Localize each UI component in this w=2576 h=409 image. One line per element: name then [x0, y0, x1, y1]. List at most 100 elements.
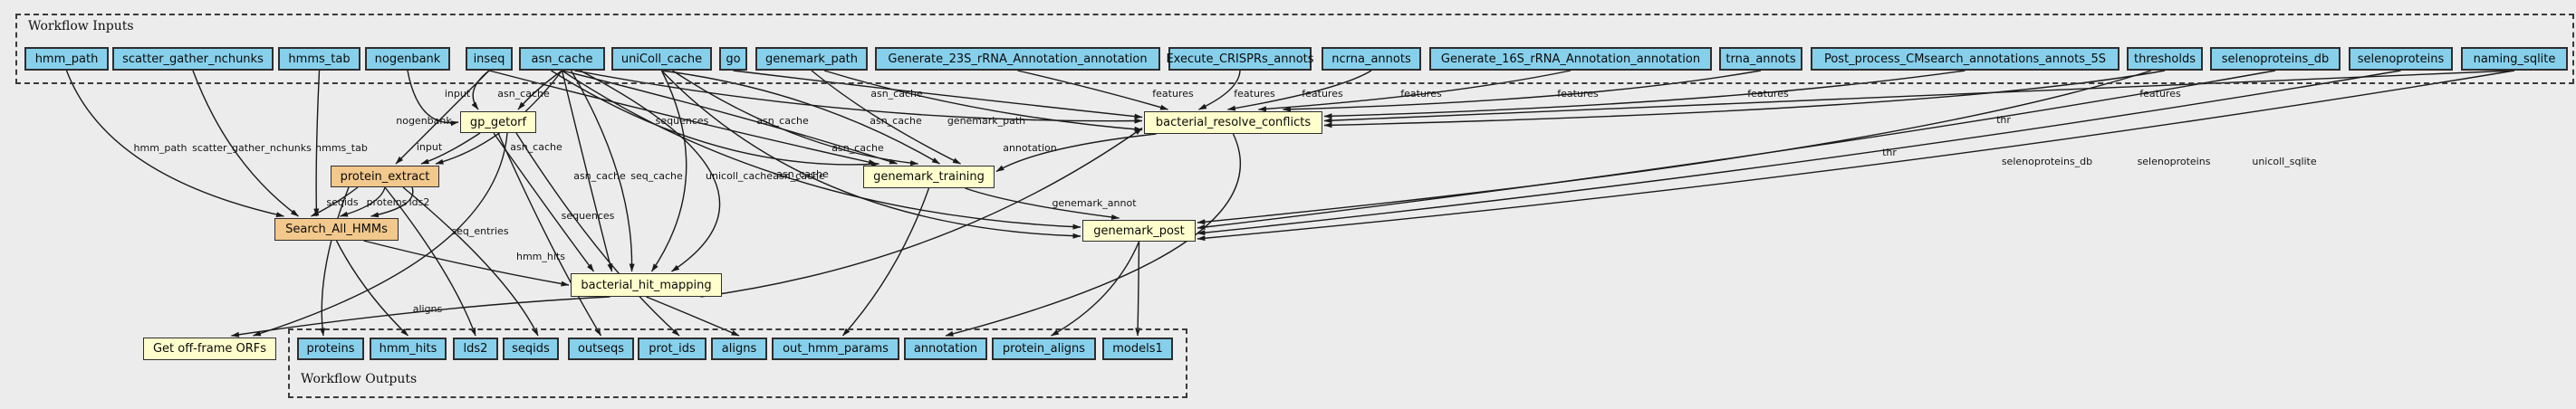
node-genemark-training: genemark_training [863, 166, 995, 188]
node-bact-hit-mapping: bacterial_hit_mapping [571, 273, 722, 297]
edge-label: asn_cache [870, 115, 922, 127]
output-proteins: proteins [297, 338, 364, 360]
edge-thresholds-to-bact_resolve_conflicts [1323, 70, 2166, 128]
edge-label: asn_cache [756, 115, 809, 127]
input-naming-sqlite: naming_sqlite [2461, 47, 2568, 71]
edge-g16s-to-bact_resolve_conflicts [1258, 70, 1572, 112]
edge-label: annotation [1003, 142, 1057, 154]
edge-scatter_gather_nchunks-to-search_all_hmms [192, 70, 299, 217]
edge-go-to-bact_resolve_conflicts [733, 70, 1143, 119]
node-off-frame-orfs: Get off-frame ORFs [143, 338, 276, 360]
input-unicoll-cache: uniColl_cache [611, 47, 712, 71]
edge-protein_extract-to-search_all_hmms [340, 186, 386, 217]
node-search-all-hmms: Search_All_HMMs [274, 218, 399, 241]
edge-nogenbank-to-gp_getorf [407, 70, 459, 127]
edge-label: seqids [326, 196, 359, 208]
edge-gp_getorf-to-protein_extract [420, 132, 481, 165]
edge-label: lds2 [409, 196, 430, 208]
edge-protein_extract-to-search_all_hmms [311, 186, 359, 217]
edge-label: selenoproteins_db [2002, 156, 2092, 167]
edge-unicoll_cache-to-genemark_training [661, 70, 940, 165]
input-genemark-path: genemark_path [755, 47, 868, 71]
edge-label: asn_cache [497, 88, 550, 100]
node-bact-resolve-conflicts: bacterial_resolve_conflicts [1144, 111, 1322, 134]
input-selenoproteins-db: selenoproteins_db [2210, 47, 2341, 71]
edge-label: proteins [367, 196, 408, 208]
edge-label: features [1152, 88, 1194, 100]
input-hmms-tab: hmms_tab [278, 47, 360, 71]
edge-hmms_tab-to-search_all_hmms [313, 70, 321, 217]
edge-search_all_hmms-to-bact_hit_mapping [363, 240, 570, 287]
output-seqids: seqids [503, 338, 559, 360]
edge-label: input [445, 88, 471, 100]
edge-label: features [1234, 88, 1275, 100]
edge-asn_cache-to-bact_hit_mapping [580, 70, 721, 272]
input-inseq: inseq [466, 47, 513, 71]
edge-label: asn_cache [510, 141, 562, 153]
input-g16s: Generate_16S_rRNA_Annotation_annotation [1429, 47, 1712, 71]
edge-search_all_hmms-to-hmm_hits [335, 240, 409, 337]
edge-genemark_post-to-models1 [1135, 241, 1141, 337]
edge-label: seq_entries [451, 225, 508, 237]
edge-label: features [1557, 88, 1599, 100]
input-nogenbank: nogenbank [365, 47, 450, 71]
edge-label: aligns [413, 303, 443, 315]
input-go: go [719, 47, 747, 71]
edge-label: hmms_tab [315, 142, 368, 154]
edge-gp_getorf-to-off_frame_orfs [253, 132, 508, 337]
edge-asn_cache-to-genemark_training [551, 70, 879, 167]
edge-label: thr [1882, 147, 1897, 158]
edge-crisprs-to-bact_resolve_conflicts [1198, 70, 1241, 110]
edge-bact_hit_mapping-to-off_frame_orfs [231, 296, 610, 338]
edge-label: features [1302, 88, 1343, 100]
edge-selenoproteins-to-genemark_post [1197, 70, 2401, 236]
edge-ncrna_annots-to-bact_resolve_conflicts [1227, 70, 1372, 111]
edge-label: asn_cache [776, 168, 829, 180]
edge-protein_extract-to-seqids [402, 186, 539, 337]
edge-label: thr [1996, 114, 2011, 126]
edge-label: asn_cache [773, 170, 825, 182]
edge-label: asn_cache [870, 88, 923, 100]
edge-paths [65, 70, 2515, 338]
input-crisprs: Execute_CRISPRs_annots [1166, 47, 1314, 71]
edge-label: input [417, 141, 443, 153]
workflow-inputs-cluster: Workflow Inputs [15, 14, 2574, 84]
edge-label: hmm_path [134, 142, 187, 154]
edge-unicoll_cache-to-bact_hit_mapping [650, 70, 687, 272]
workflow-outputs-cluster: Workflow Outputs [288, 328, 1187, 398]
edge-label: asn_cache [831, 142, 884, 154]
edge-label: unicoll_sqlite [2252, 156, 2317, 167]
output-prot-ids: prot_ids [638, 338, 706, 360]
edge-g23s-to-bact_resolve_conflicts [1017, 70, 1168, 110]
input-asn-cache: asn_cache [519, 47, 605, 71]
input-ppcm5s: Post_process_CMsearch_annotations_annots… [1811, 47, 2119, 71]
edge-protein_extract-to-proteins [319, 186, 350, 337]
output-aligns: aligns [711, 338, 767, 360]
edge-label: unicoll_cache [706, 170, 773, 182]
edge-asn_cache-to-bact_resolve_conflicts [574, 70, 1143, 124]
edge-gp_getorf-to-outseqs [497, 132, 602, 337]
node-protein-extract: protein_extract [331, 166, 439, 187]
input-selenoproteins: selenoproteins [2349, 47, 2453, 71]
node-gp-getorf: gp_getorf [460, 111, 536, 133]
edge-gp_getorf-to-prot_ids [515, 132, 680, 337]
edge-label: scatter_gather_nchunks [192, 142, 312, 154]
edge-asn_cache-to-bact_hit_mapping [561, 70, 613, 272]
edge-selenoproteins_db-to-genemark_post [1197, 70, 2276, 230]
input-hmm-path: hmm_path [24, 47, 109, 71]
input-g23s: Generate_23S_rRNA_Annotation_annotation [875, 47, 1160, 71]
edge-unicoll_cache-to-genemark_post [660, 70, 1081, 239]
edge-trna_annots-to-bact_resolve_conflicts [1283, 70, 1762, 112]
edge-protein_extract-to-lds2 [384, 186, 476, 337]
input-scatter-gather-nchunks: scatter_gather_nchunks [112, 47, 274, 71]
output-protein-aligns: protein_aligns [992, 338, 1096, 360]
input-trna-annots: trna_annots [1719, 47, 1802, 71]
edge-label: genemark_path [947, 115, 1025, 127]
edge-protein_extract-to-search_all_hmms [370, 186, 414, 218]
edge-label: seq_cache [630, 170, 683, 182]
output-outseqs: outseqs [568, 338, 634, 360]
edge-label: selenoproteins [2138, 156, 2211, 167]
edge-bact_hit_mapping-to-bact_resolve_conflicts [700, 127, 1143, 298]
